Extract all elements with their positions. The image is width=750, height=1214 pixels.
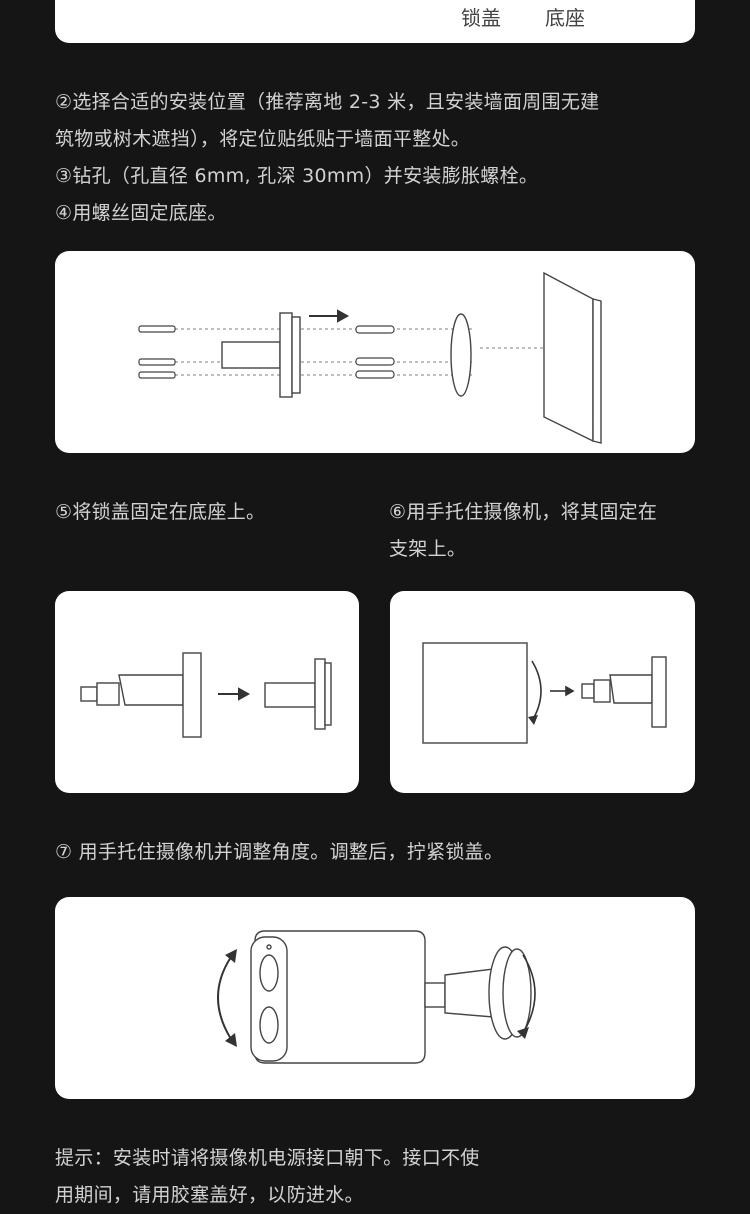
step6-line2: 支架上。: [389, 538, 467, 560]
step3-text: ③钻孔（孔直径 6mm, 孔深 30mm）并安装膨胀螺栓。: [55, 165, 539, 187]
base-bracket-icon: [264, 658, 332, 730]
base-bracket-icon: [221, 312, 301, 398]
lock-cover-diagram: [80, 652, 332, 738]
step7-text: ⑦ 用手托住摄像机并调整角度。调整后，拧紧锁盖。: [55, 841, 504, 863]
screw-icon: [138, 325, 176, 379]
rotate-arrow-icon: [522, 954, 536, 1034]
steps-2-4-text: ②选择合适的安装位置（推荐离地 2-3 米，且安装墙面周围无建 筑物或树木遮挡）…: [55, 84, 705, 232]
adjust-angle-diagram: [217, 930, 536, 1064]
rotate-arrow-icon: [217, 956, 232, 1040]
bracket-icon: [581, 656, 667, 728]
bracket-with-cover-icon: [80, 652, 202, 738]
step2-line2: 筑物或树木遮挡），将定位贴纸贴于墙面平整处。: [55, 128, 471, 150]
attach-camera-diagram-card: [390, 591, 695, 793]
arrow-right-icon: [309, 309, 350, 323]
top-card: 锁盖 底座: [55, 0, 695, 43]
base-label: 底座: [545, 6, 585, 30]
step6-text-block: ⑥用手托住摄像机，将其固定在 支架上。: [389, 494, 709, 568]
tip-text-block: 提示：安装时请将摄像机电源接口朝下。接口不使 用期间，请用胶塞盖好，以防进水。: [55, 1140, 705, 1214]
camera-body-icon: [250, 930, 426, 1064]
tip-line1: 提示：安装时请将摄像机电源接口朝下。接口不使: [55, 1147, 480, 1169]
step4-text: ④用螺丝固定底座。: [55, 202, 227, 224]
step6-line1: ⑥用手托住摄像机，将其固定在: [389, 501, 658, 523]
tip-line2: 用期间，请用胶塞盖好，以防进水。: [55, 1184, 364, 1206]
step2-line1: ②选择合适的安装位置（推荐离地 2-3 米，且安装墙面周围无建: [55, 91, 600, 113]
step5-text: ⑤将锁盖固定在底座上。: [55, 501, 266, 523]
adjust-angle-diagram-card: [55, 897, 695, 1099]
lock-cover-diagram-card: [55, 591, 359, 793]
step7-text-block: ⑦ 用手托住摄像机并调整角度。调整后，拧紧锁盖。: [55, 834, 705, 871]
lock-cover-label: 锁盖: [461, 6, 501, 30]
rotate-arrow-icon: [531, 660, 542, 722]
attach-camera-diagram: [422, 642, 667, 744]
wall-mount-diagram-card: [55, 251, 695, 453]
arrow-right-icon: [550, 685, 575, 697]
step5-text-block: ⑤将锁盖固定在底座上。: [55, 494, 375, 531]
camera-body-icon: [422, 642, 528, 744]
wall-mount-diagram: [138, 271, 602, 444]
arrow-right-icon: [218, 687, 251, 701]
sticker-icon: [450, 313, 472, 397]
anchor-bolt-icon: [355, 325, 395, 379]
wall-icon: [543, 271, 602, 444]
bracket-icon: [424, 946, 532, 1040]
